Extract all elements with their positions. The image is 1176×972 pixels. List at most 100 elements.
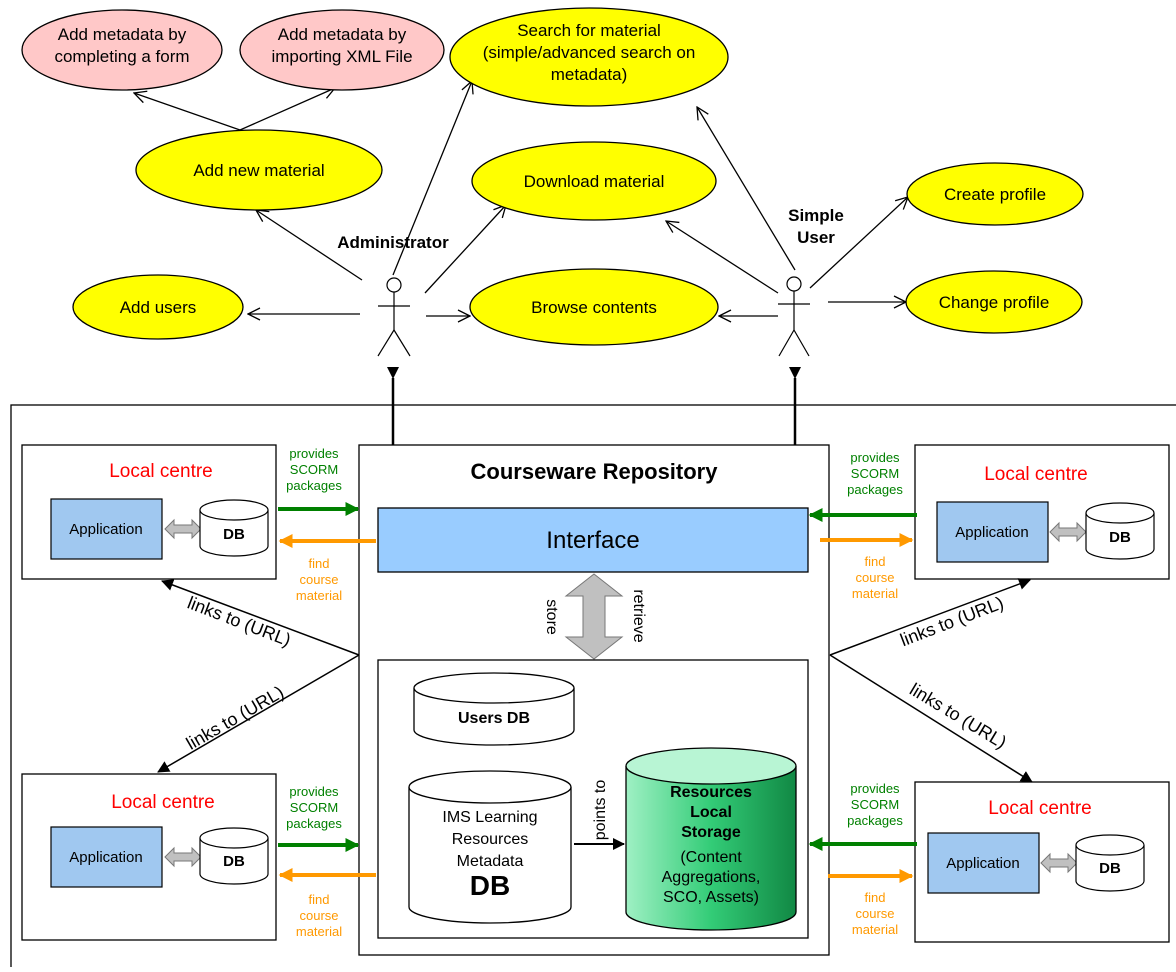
use-case-label: Download material (524, 172, 665, 191)
text-line: User (797, 228, 835, 247)
text-line: Administrator (337, 233, 449, 252)
actor-leg (377, 329, 395, 357)
link-arrow-bottom-right (829, 654, 1033, 783)
use-case-shape (21, 9, 223, 91)
users-db[interactable]: Users DB (413, 672, 575, 746)
users-db-label: Users DB (458, 710, 530, 727)
actor-head (786, 276, 802, 292)
use-case-add-users[interactable]: Add users (72, 274, 244, 340)
text-line: Metadata (457, 853, 524, 870)
local-centre-top-left[interactable]: Local centre Application DB (21, 444, 277, 580)
storage-body (625, 766, 797, 931)
local-centre-bottom-right[interactable]: Local centre Application DB (914, 781, 1170, 943)
use-case-shape (471, 141, 717, 221)
use-case-add-new-material[interactable]: Add new material (135, 129, 383, 211)
link-arrow-top-left (161, 579, 360, 656)
local-centre-title: Local centre (109, 461, 213, 482)
assoc-user-download (666, 221, 779, 294)
use-case-shape (469, 268, 719, 346)
text-line: Add metadata by (278, 25, 407, 44)
links-label: links to (URL) (897, 593, 1006, 651)
db-top (199, 499, 269, 521)
interface-box (377, 507, 809, 573)
text-line: (Content (680, 849, 742, 866)
actor-administrator[interactable]: Administrator (337, 233, 449, 357)
users-db-body (413, 688, 575, 746)
assoc-admin-download (424, 205, 506, 294)
text-line: find (309, 556, 330, 571)
db-top (1075, 834, 1145, 856)
text-line: Resources (452, 831, 528, 848)
text-line: SCORM (290, 800, 338, 815)
db-body (199, 510, 269, 557)
interface-label: Interface (546, 527, 639, 554)
text-line: material (852, 922, 898, 937)
courseware-repository: Courseware Repository Interface store re… (358, 444, 830, 956)
db-label: DB (223, 526, 245, 543)
text-line: Resources (670, 784, 752, 801)
ims-db-top (408, 770, 572, 804)
application-box (50, 826, 163, 888)
points-to-label: points to (592, 780, 609, 841)
text-line: Storage (681, 824, 741, 841)
interface-block[interactable]: Interface (377, 507, 809, 573)
db-label: DB (1099, 860, 1121, 877)
actor-head (386, 277, 402, 293)
text-line: SCORM (290, 462, 338, 477)
text-line: provides (289, 446, 339, 461)
use-case-change-profile[interactable]: Change profile (905, 270, 1083, 334)
text-line: (simple/advanced search on (483, 43, 696, 62)
text-line: completing a form (54, 47, 189, 66)
storage-top (625, 747, 797, 785)
assoc-add-material-form (134, 93, 241, 131)
text-line: course (855, 570, 894, 585)
local-centre-bottom-left[interactable]: Local centre Application DB (21, 773, 277, 941)
text-line: SCORM (851, 466, 899, 481)
use-case-shape (135, 129, 383, 211)
text-line: provides (289, 784, 339, 799)
text-line: Change profile (939, 293, 1050, 312)
use-case-label: Change profile (939, 293, 1050, 312)
use-case-shape (239, 9, 445, 91)
use-case-label: Browse contents (531, 298, 657, 317)
links-left: links to (URL) links to (URL) (157, 579, 360, 773)
use-case-create-profile[interactable]: Create profile (906, 162, 1084, 226)
text-line: provides (850, 450, 900, 465)
text-line: packages (286, 478, 342, 493)
use-case-download-material[interactable]: Download material (471, 141, 717, 221)
assoc-user-create (809, 197, 908, 289)
ims-db-big-label: DB (470, 870, 510, 901)
local-centre-top-right[interactable]: Local centre Application DB (914, 444, 1170, 580)
text-line: packages (847, 813, 903, 828)
text-line: find (865, 554, 886, 569)
text-line: Browse contents (531, 298, 657, 317)
assoc-admin-add-material (256, 210, 363, 281)
text-line: packages (286, 816, 342, 831)
application-label: Application (69, 849, 142, 866)
use-case-search-material[interactable]: Search for material(simple/advanced sear… (449, 7, 729, 107)
links-label: links to (URL) (185, 593, 294, 651)
actor-leg (778, 329, 795, 357)
links-right: links to (URL) links to (URL) (829, 578, 1033, 783)
text-line: Add users (120, 298, 197, 317)
store-retrieve-arrow (564, 573, 624, 660)
text-line: course (299, 908, 338, 923)
store-label: store (543, 599, 560, 635)
use-case-browse-contents[interactable]: Browse contents (469, 268, 719, 346)
application-box (936, 501, 1049, 563)
